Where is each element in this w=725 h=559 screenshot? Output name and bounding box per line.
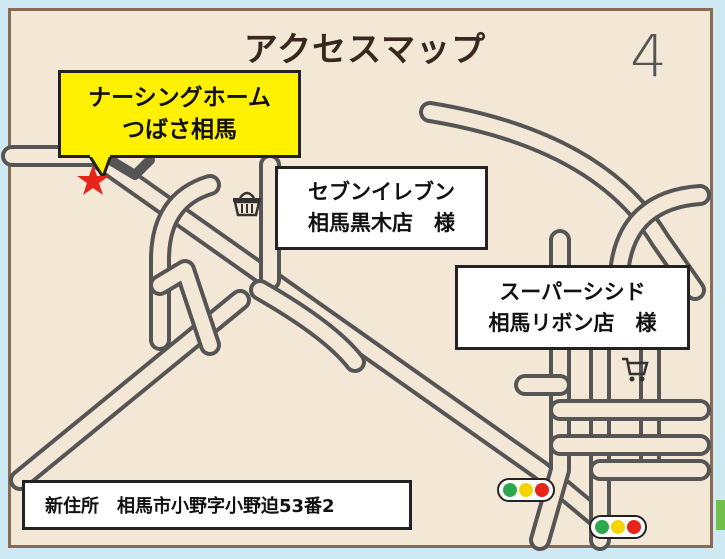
landmark-seven-eleven-line1: セブンイレブン bbox=[308, 180, 455, 204]
map-title: アクセスマップ bbox=[243, 30, 487, 70]
page-number: 4 bbox=[630, 22, 667, 90]
shopping-cart-icon bbox=[622, 357, 649, 382]
landmark-seven-eleven-line2: 相馬黒木店 様 bbox=[308, 211, 455, 235]
facility-label-line1: ナーシングホーム bbox=[88, 85, 271, 111]
landmark-super-shishido-line2: 相馬リボン店 様 bbox=[488, 310, 657, 335]
traffic-signal-icon bbox=[589, 515, 647, 539]
address-box: 新住所 相馬市小野字小野迫53番2 bbox=[22, 480, 412, 530]
decorative-strip bbox=[716, 500, 725, 530]
shopping-basket-icon bbox=[233, 191, 261, 217]
facility-callout: ナーシングホーム つばさ相馬 bbox=[58, 70, 301, 158]
landmark-super-shishido: スーパーシシド 相馬リボン店 様 bbox=[455, 265, 690, 350]
callout-pointer bbox=[87, 155, 113, 181]
traffic-signal-icon bbox=[497, 478, 555, 502]
landmark-super-shishido-line1: スーパーシシド bbox=[499, 279, 646, 304]
landmark-seven-eleven: セブンイレブン 相馬黒木店 様 bbox=[275, 166, 488, 250]
star-icon bbox=[77, 165, 109, 195]
facility-label-line2: つばさ相馬 bbox=[122, 117, 237, 143]
